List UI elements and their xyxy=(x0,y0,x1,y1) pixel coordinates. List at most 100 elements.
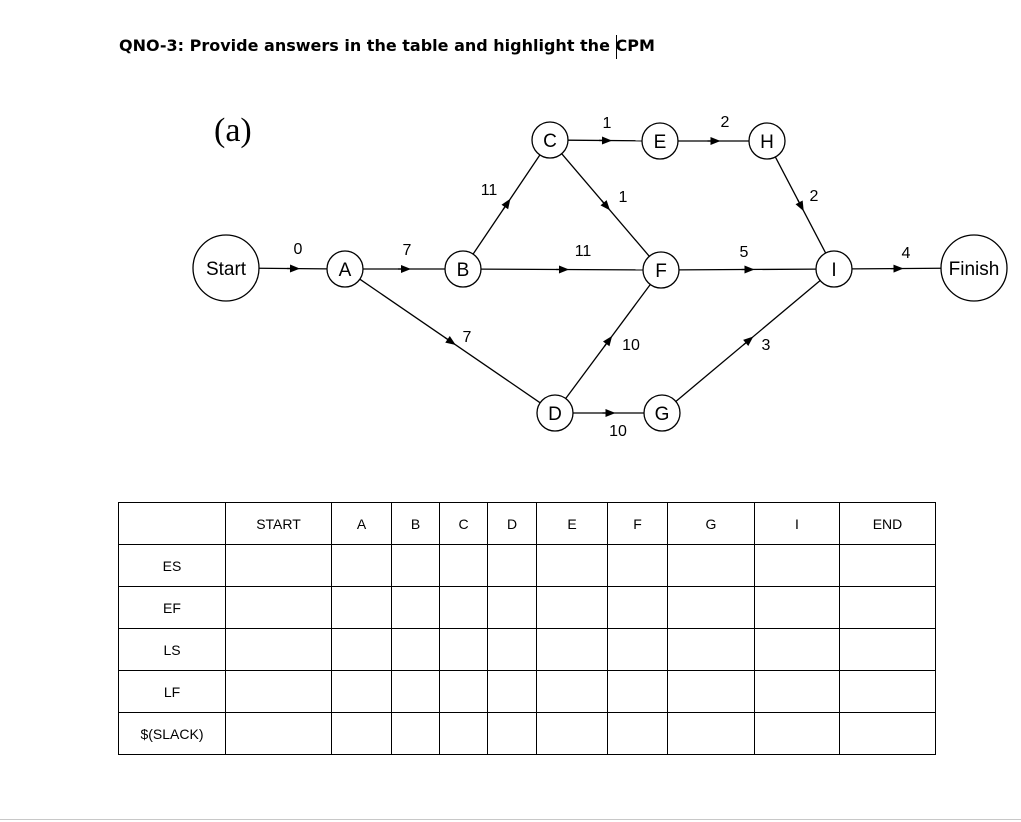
answer-cell[interactable] xyxy=(667,544,755,587)
answer-cell[interactable] xyxy=(536,712,608,755)
answer-cell[interactable] xyxy=(839,586,936,629)
answer-cell[interactable] xyxy=(487,712,537,755)
edge-weight-label: 3 xyxy=(762,337,771,354)
answer-cell[interactable] xyxy=(754,670,840,713)
node-b xyxy=(444,250,482,288)
column-header: F xyxy=(607,502,668,545)
answer-cell[interactable] xyxy=(667,628,755,671)
answer-cell[interactable] xyxy=(225,712,332,755)
column-header: B xyxy=(391,502,440,545)
answer-cell[interactable] xyxy=(607,670,668,713)
column-header: C xyxy=(439,502,488,545)
answer-cell[interactable] xyxy=(839,628,936,671)
node-c xyxy=(531,121,569,159)
edge-weight-label: 11 xyxy=(481,182,498,199)
answer-cell[interactable] xyxy=(331,544,392,587)
table-row: LF xyxy=(118,670,936,713)
answer-cell[interactable] xyxy=(754,628,840,671)
answer-cell[interactable] xyxy=(754,586,840,629)
column-header: G xyxy=(667,502,755,545)
answer-cell[interactable] xyxy=(667,586,755,629)
answer-cell[interactable] xyxy=(536,586,608,629)
row-label: $(SLACK) xyxy=(118,712,226,755)
page-divider xyxy=(0,819,1021,820)
node-i xyxy=(815,250,853,288)
answer-cell[interactable] xyxy=(391,586,440,629)
answer-cell[interactable] xyxy=(607,586,668,629)
column-header: E xyxy=(536,502,608,545)
edge-weight-label: 2 xyxy=(810,188,819,205)
answer-cell[interactable] xyxy=(225,670,332,713)
edge-weight-label: 7 xyxy=(463,329,472,346)
answer-cell[interactable] xyxy=(607,544,668,587)
answer-cell[interactable] xyxy=(839,712,936,755)
node-f xyxy=(642,251,680,289)
answer-cell[interactable] xyxy=(607,712,668,755)
answer-cell[interactable] xyxy=(439,712,488,755)
answer-cell[interactable] xyxy=(439,544,488,587)
edge-weight-label: 0 xyxy=(294,241,303,258)
edge-weight-label: 2 xyxy=(721,114,730,131)
node-label: Finish xyxy=(949,259,1000,280)
answer-cell[interactable] xyxy=(391,544,440,587)
table-row: ES xyxy=(118,544,936,587)
answer-cell[interactable] xyxy=(536,544,608,587)
answer-cell[interactable] xyxy=(225,586,332,629)
node-d xyxy=(536,394,574,432)
node-a xyxy=(326,250,364,288)
column-header: A xyxy=(331,502,392,545)
row-label: ES xyxy=(118,544,226,587)
answer-cell[interactable] xyxy=(487,628,537,671)
edge-weight-label: 10 xyxy=(622,337,640,354)
answer-cell[interactable] xyxy=(487,670,537,713)
node-e xyxy=(641,122,679,160)
part-label: (a) xyxy=(214,112,252,149)
table-corner-cell xyxy=(118,502,226,545)
arrowhead-icon xyxy=(501,198,511,210)
column-header: END xyxy=(839,502,936,545)
node-label: F xyxy=(655,261,667,282)
node-start xyxy=(192,234,260,302)
page-heading: QNO-3: Provide answers in the table and … xyxy=(119,36,655,55)
answer-cell[interactable] xyxy=(225,628,332,671)
answer-cell[interactable] xyxy=(536,670,608,713)
answer-cell[interactable] xyxy=(607,628,668,671)
arrowhead-icon xyxy=(600,200,611,211)
answer-cell[interactable] xyxy=(439,670,488,713)
edge-weight-label: 5 xyxy=(740,244,749,261)
answer-cell[interactable] xyxy=(667,712,755,755)
answer-cell[interactable] xyxy=(487,586,537,629)
node-label: Start xyxy=(206,259,247,280)
answer-cell[interactable] xyxy=(439,628,488,671)
answer-cell[interactable] xyxy=(331,670,392,713)
answer-cell[interactable] xyxy=(536,628,608,671)
answer-cell[interactable] xyxy=(225,544,332,587)
answer-cell[interactable] xyxy=(331,712,392,755)
column-header: I xyxy=(754,502,840,545)
answer-cell[interactable] xyxy=(391,670,440,713)
answer-cell[interactable] xyxy=(754,544,840,587)
arrowhead-icon xyxy=(444,336,456,345)
answer-cell[interactable] xyxy=(754,712,840,755)
answer-cell[interactable] xyxy=(391,628,440,671)
answer-cell[interactable] xyxy=(331,628,392,671)
edge-weight-label: 1 xyxy=(603,115,612,132)
node-label: I xyxy=(831,260,836,281)
answer-cell[interactable] xyxy=(487,544,537,587)
edge-weight-label: 4 xyxy=(902,245,911,262)
edge-weight-label: 1 xyxy=(619,189,628,206)
answer-cell[interactable] xyxy=(439,586,488,629)
arrowhead-icon xyxy=(795,199,804,212)
node-finish xyxy=(940,234,1008,302)
answer-cell[interactable] xyxy=(839,544,936,587)
answer-cell[interactable] xyxy=(391,712,440,755)
arrowhead-icon xyxy=(603,335,613,347)
answer-cell[interactable] xyxy=(331,586,392,629)
answer-cell[interactable] xyxy=(839,670,936,713)
row-label: EF xyxy=(118,586,226,629)
answer-cell[interactable] xyxy=(667,670,755,713)
row-label: LS xyxy=(118,628,226,671)
node-label: H xyxy=(760,132,774,153)
